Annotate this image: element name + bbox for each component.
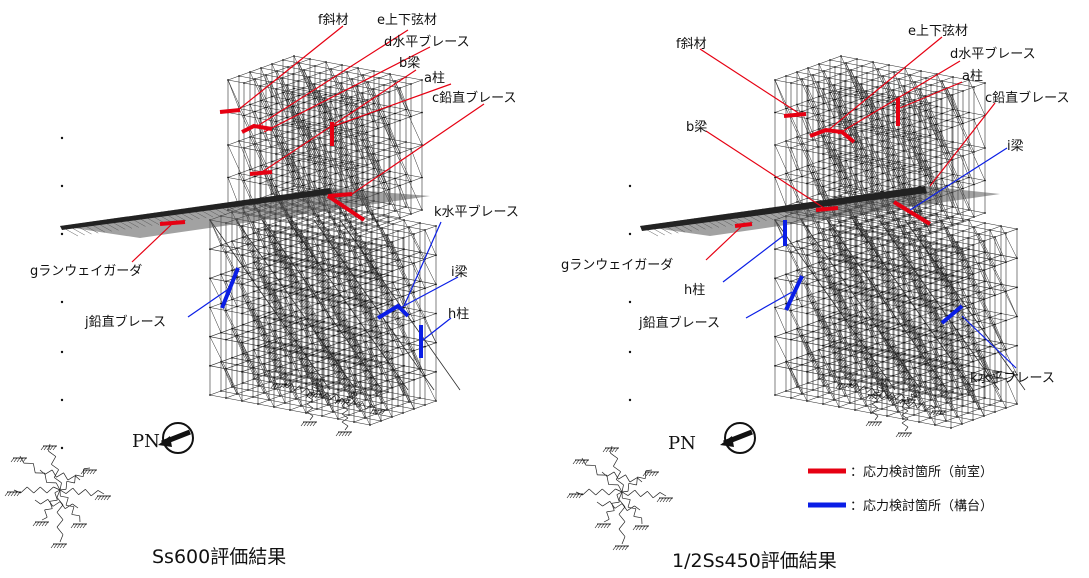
left-caption: Ss600評価結果 — [152, 546, 286, 568]
right-label-k: k水平ブレース — [970, 370, 1055, 386]
right-member-g — [735, 224, 752, 226]
left-member-f — [220, 110, 240, 112]
right-label-f: f斜材 — [676, 37, 707, 52]
right-north-label: PN — [668, 433, 696, 454]
right-label-b: b梁 — [686, 120, 707, 135]
right-caption: 1/2Ss450評価結果 — [672, 550, 837, 572]
right-structure-wireframe — [640, 55, 1025, 429]
legend: ：応力検討箇所（前室） ：応力検討箇所（構台） — [808, 464, 993, 514]
left-label-h: h柱 — [448, 307, 469, 322]
left-label-c: c鉛直ブレース — [432, 90, 517, 106]
right-label-g: gランウェイガーダ — [561, 258, 673, 273]
legend-red-label: ：応力検討箇所（前室） — [850, 464, 993, 480]
left-label-f: f斜材 — [318, 13, 349, 28]
right-label-j: j鉛直ブレース — [638, 315, 720, 331]
right-label-i: i梁 — [1007, 139, 1024, 154]
legend-blue-label: ：応力検討箇所（構台） — [850, 498, 993, 514]
left-panel: f斜材 e上下弦材 d水平ブレース b梁 a柱 c鉛直ブレース k水平ブレース … — [5, 12, 519, 568]
right-panel: e上下弦材 f斜材 d水平ブレース a柱 c鉛直ブレース b梁 i梁 gランウェ… — [561, 23, 1070, 572]
left-member-b — [250, 172, 272, 174]
left-member-g — [160, 222, 185, 224]
left-label-e: e上下弦材 — [377, 12, 437, 28]
right-member-b — [816, 208, 838, 210]
right-north-arrow: PN — [668, 423, 755, 454]
left-label-d: d水平ブレース — [384, 34, 470, 50]
left-north-label: PN — [132, 431, 160, 452]
right-member-f — [784, 114, 806, 116]
left-north-arrow: PN — [132, 423, 193, 453]
left-labels: f斜材 e上下弦材 d水平ブレース b梁 a柱 c鉛直ブレース k水平ブレース … — [30, 12, 519, 330]
right-label-c: c鉛直ブレース — [985, 90, 1070, 106]
right-label-d: d水平ブレース — [950, 46, 1036, 62]
left-structure-wireframe — [60, 55, 460, 426]
left-support-legend-glyph — [5, 444, 111, 548]
left-member-c2 — [328, 194, 352, 196]
left-label-j: j鉛直ブレース — [84, 314, 166, 330]
right-label-h: h柱 — [684, 283, 705, 298]
left-label-k: k水平ブレース — [434, 204, 519, 220]
left-label-a: a柱 — [424, 71, 445, 86]
left-label-i: i梁 — [451, 265, 468, 280]
right-label-a: a柱 — [962, 69, 983, 84]
right-label-e: e上下弦材 — [908, 23, 968, 39]
left-label-g: gランウェイガーダ — [30, 264, 142, 279]
right-support-legend-glyph — [567, 446, 673, 550]
left-label-b: b梁 — [399, 56, 420, 71]
